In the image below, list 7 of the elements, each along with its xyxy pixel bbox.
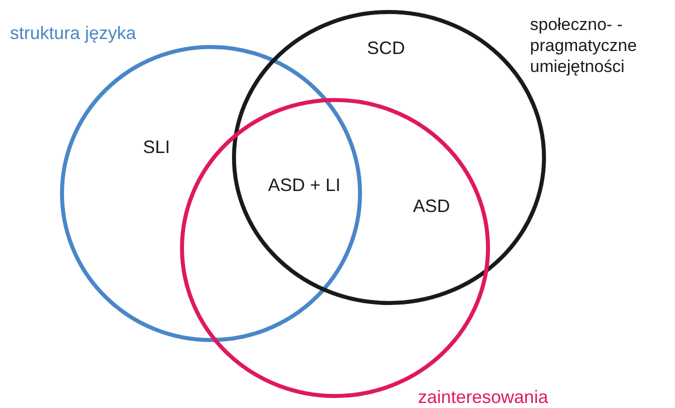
circle-label: społeczno- -pragmatyczne umiejętności (530, 14, 638, 77)
circle-label: zainteresowania (418, 387, 548, 408)
region-label: ASD + LI (268, 175, 341, 196)
region-label: SLI (143, 137, 170, 158)
region-label: ASD (413, 196, 450, 217)
region-label: SCD (367, 38, 406, 59)
circle-label: struktura języka (10, 23, 136, 44)
